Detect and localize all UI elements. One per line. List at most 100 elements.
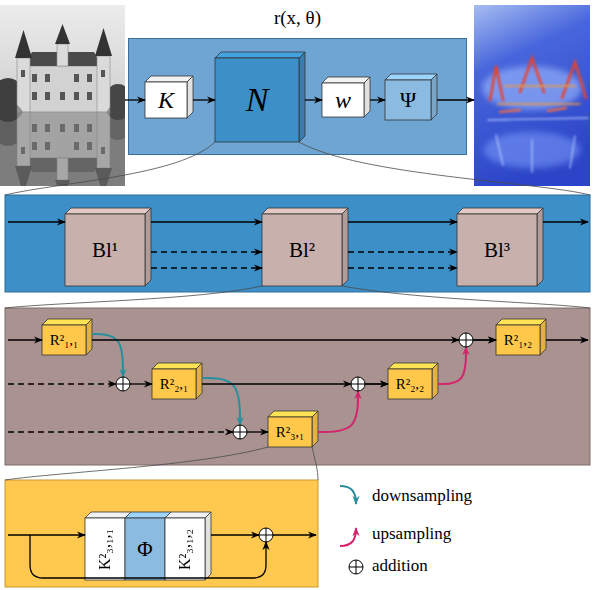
connector-segment (348, 221, 457, 222)
addition-circle (116, 377, 130, 391)
connector-segment (130, 383, 152, 384)
addition-circle (233, 425, 247, 439)
box-side-face (196, 363, 202, 399)
box-front-face (165, 518, 205, 580)
castle-tower (17, 58, 30, 112)
heat-ridge (490, 58, 586, 100)
skip-wire (30, 535, 266, 578)
block-box: Bl¹ (65, 208, 151, 286)
connector-segment (318, 391, 358, 432)
box-top-face (457, 208, 543, 214)
zoom-curve (5, 142, 215, 195)
box-label: Bl³ (457, 214, 537, 286)
input-wire (8, 431, 233, 432)
zoom-curve (342, 286, 590, 308)
box-label: Φ (125, 518, 165, 580)
box-top-face (385, 74, 437, 80)
box-top-face (42, 319, 92, 325)
box-front-face (42, 325, 86, 355)
model-box: r(x, θ)KNwΨ (128, 38, 467, 155)
addition-cross (459, 333, 473, 347)
box-label: R²₂,₁ (152, 369, 196, 399)
box-front-face (85, 518, 125, 580)
window (32, 74, 37, 82)
connector-segment (193, 99, 215, 100)
box-side-face (537, 208, 543, 286)
addition-symbol (233, 425, 247, 439)
window (74, 92, 79, 100)
box-label: w (322, 83, 364, 117)
tower-roof (15, 30, 32, 58)
connector-segment (151, 251, 262, 252)
connector-segment (247, 431, 268, 432)
box-label: K²₃,₁,₂ (165, 518, 205, 580)
addition-circle (259, 528, 273, 542)
connector-segment (438, 347, 466, 384)
connector (151, 268, 262, 269)
box-side-face (86, 319, 92, 355)
addition-cross (233, 425, 247, 439)
box-label: K (145, 82, 187, 118)
box-front-face (215, 58, 299, 142)
box-label: R²₁,₂ (496, 325, 540, 355)
network-band (5, 195, 590, 292)
addition-circle (459, 333, 473, 347)
box-top-face (145, 76, 193, 82)
box-top-face (496, 319, 546, 325)
box-top-face (125, 512, 171, 518)
box-front-face (496, 325, 540, 355)
connector (348, 252, 457, 253)
box-front-face (152, 369, 196, 399)
box-front-face (268, 417, 312, 447)
connector (92, 334, 152, 384)
box-side-face (145, 208, 151, 286)
addition-cross (351, 377, 365, 391)
box-side-face (187, 76, 193, 118)
addition-cross (259, 528, 273, 542)
addition-symbols (116, 333, 473, 574)
connector-segment (202, 383, 351, 384)
output-wire (273, 534, 316, 535)
box-top-face (322, 77, 370, 83)
box-side-face (431, 74, 437, 120)
box-front-face (322, 83, 364, 117)
box-label: R²₁,₁ (42, 325, 86, 355)
connector-segment (202, 378, 240, 425)
tower-roof (55, 24, 70, 44)
box-side-face (432, 363, 438, 399)
heat-reflection (488, 118, 588, 172)
box-top-face (388, 363, 438, 369)
connector-segment (92, 339, 459, 340)
window (87, 74, 92, 82)
box-top-face (65, 208, 151, 214)
window (32, 92, 37, 100)
connector-segment (305, 99, 322, 100)
residual-box: R²₂,₁ (152, 363, 202, 399)
box-front-face (388, 369, 432, 399)
input-wire (8, 383, 116, 384)
castle-windows (21, 70, 105, 100)
box-label: N (215, 58, 299, 142)
legend-label: downsampling (372, 486, 472, 506)
box-label: K²₃,₁,₁ (85, 518, 125, 580)
model-title: r(x, θ) (129, 3, 466, 33)
zoom-curve (5, 447, 268, 480)
connector-segment (151, 221, 262, 222)
window (45, 92, 50, 100)
network-box: N (215, 52, 305, 142)
box-front-face (65, 214, 145, 286)
window (21, 70, 25, 77)
output-wire (437, 99, 474, 100)
box-label: Bl² (262, 214, 342, 286)
heat-ridge (500, 108, 566, 112)
box-side-face (312, 411, 318, 447)
heatmap-base (474, 5, 590, 186)
legend-label: upsampling (372, 524, 451, 544)
addition-symbol (116, 377, 130, 391)
legend-downsampling-sample (340, 486, 356, 504)
connector-segment (473, 339, 496, 340)
window (60, 92, 65, 100)
box-top-face (268, 411, 318, 417)
operator-box: K (145, 76, 193, 118)
wires (8, 100, 588, 578)
